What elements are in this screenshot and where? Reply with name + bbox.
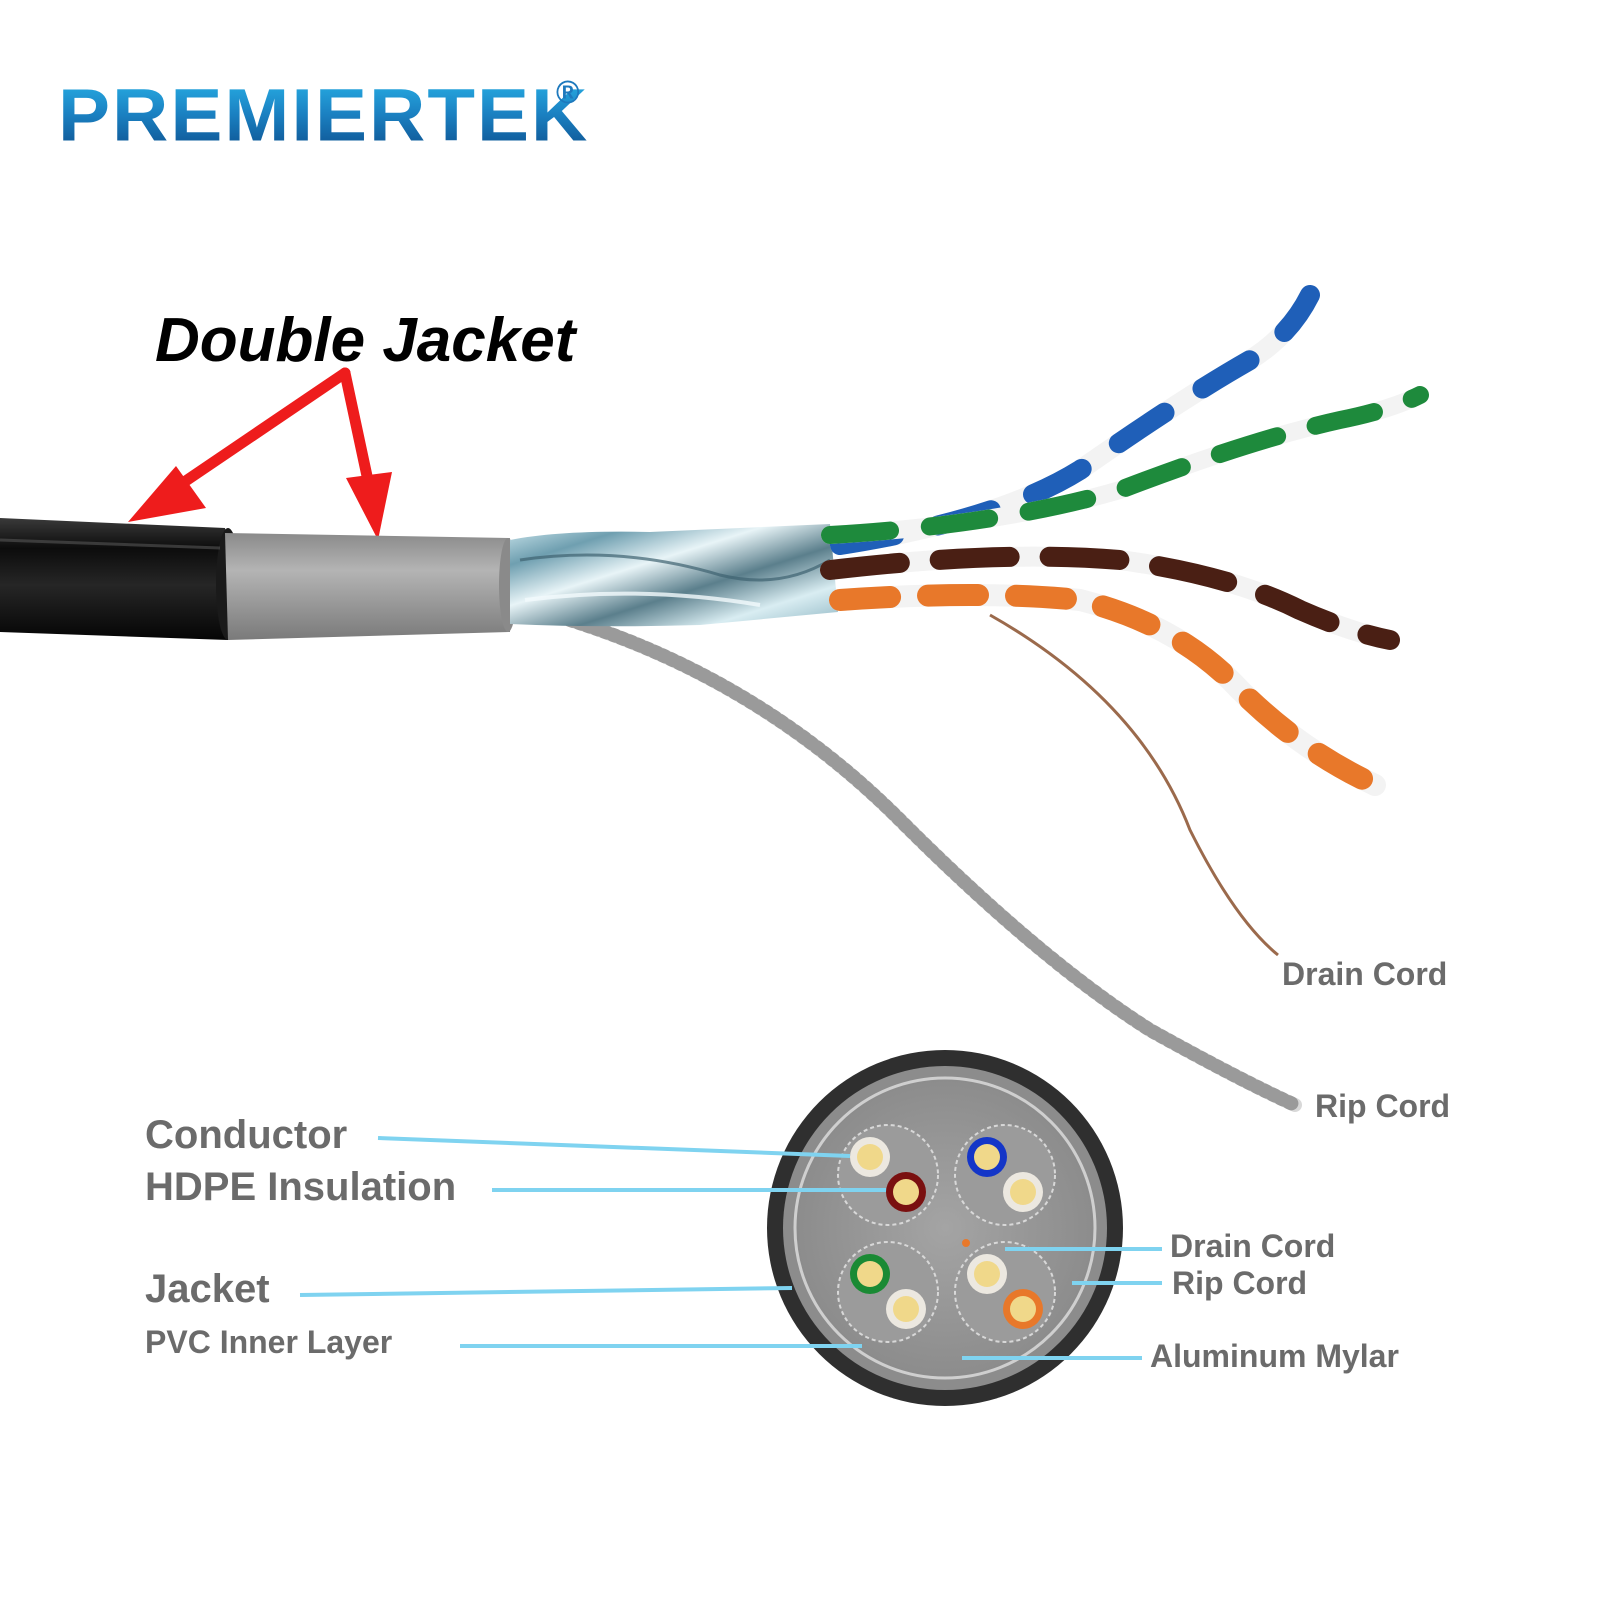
photo-rip-cord-label: Rip Cord — [1315, 1088, 1451, 1124]
cable-cross-section — [767, 1050, 1123, 1406]
rip-cord — [563, 613, 1302, 1112]
double-jacket-arrows — [128, 367, 392, 540]
section-drain-cord-label: Drain Cord — [1170, 1228, 1336, 1264]
hdpe-insulation-label: HDPE Insulation — [145, 1165, 457, 1209]
premiertek-logo: PREMIERTEK ® — [58, 70, 598, 160]
logo-wordmark: PREMIERTEK — [58, 73, 590, 157]
conductor-label: Conductor — [145, 1113, 348, 1157]
drain-cord — [989, 613, 1279, 957]
outer-jacket — [0, 518, 240, 640]
section-rip-cord-label: Rip Cord — [1172, 1265, 1308, 1301]
jacket-label: Jacket — [145, 1267, 270, 1311]
double-jacket-title: Double Jacket — [155, 306, 576, 375]
pvc-inner-layer-label: PVC Inner Layer — [145, 1324, 393, 1360]
inner-jacket — [225, 533, 517, 640]
aluminum-foil-shield — [510, 524, 838, 627]
photo-drain-cord-label: Drain Cord — [1282, 956, 1448, 992]
leader-lines — [299, 1136, 1162, 1360]
twisted-pairs — [820, 285, 1429, 796]
registered-mark: ® — [556, 74, 580, 110]
aluminum-mylar-label: Aluminum Mylar — [1150, 1338, 1399, 1374]
